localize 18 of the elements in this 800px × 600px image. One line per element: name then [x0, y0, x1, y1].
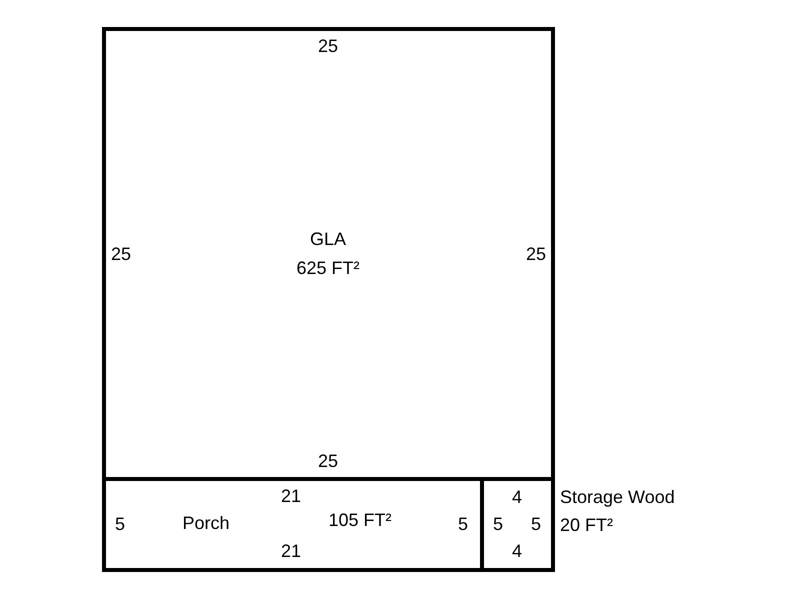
- room-name: Storage Wood: [560, 487, 675, 507]
- dimension-label: 21: [280, 541, 302, 561]
- dimension-label: 25: [110, 244, 132, 264]
- dimension-label: 5: [531, 514, 541, 534]
- area-label: 20 FT²: [560, 515, 614, 535]
- dimension-label: 4: [512, 541, 522, 561]
- dimension-label: 25: [318, 451, 338, 471]
- room-name: GLA: [310, 229, 346, 249]
- dimension-label: 21: [280, 486, 302, 506]
- area-label: 105 FT²: [328, 510, 392, 530]
- dimension-label: 25: [526, 244, 546, 264]
- dimension-label: 5: [458, 514, 468, 534]
- dimension-label: 5: [493, 514, 503, 534]
- dimension-label: 4: [512, 487, 522, 507]
- dimension-label: 5: [115, 514, 125, 534]
- dimension-label: 25: [318, 36, 338, 56]
- area-label: 625 FT²: [296, 258, 360, 278]
- room-name: Porch: [182, 513, 230, 533]
